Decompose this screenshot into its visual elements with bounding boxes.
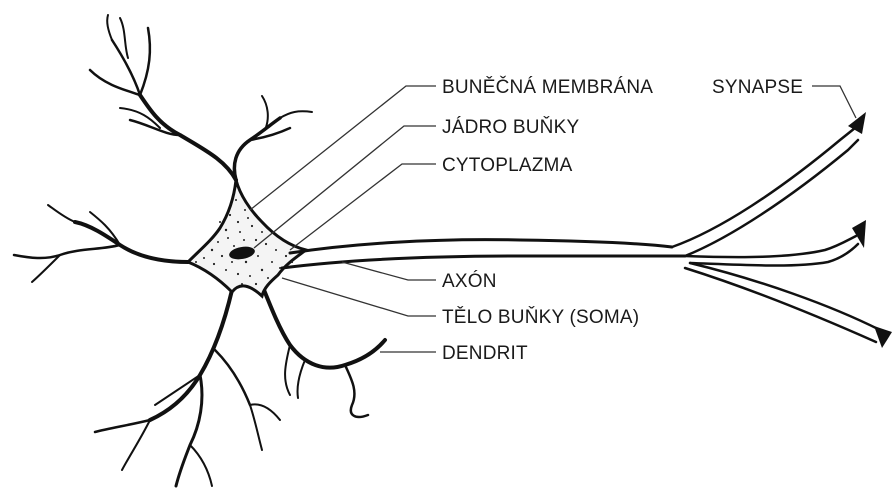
synapse-terminal-bottom [874,326,892,348]
leader-synapse [812,86,856,118]
label-axon: AXÓN [442,270,497,292]
synapse-terminals [848,112,892,348]
label-synapse: SYNAPSE [712,77,803,98]
leader-axon [342,262,436,280]
label-nucleus: JÁDRO BUŇKY [442,116,579,138]
label-dendrite: DENDRIT [442,343,528,364]
label-cell-membrane: BUNĚČNÁ MEMBRÁNA [442,76,653,98]
leader-membrane [250,86,436,210]
label-soma: TĚLO BUŇKY (SOMA) [442,306,639,328]
leader-cytoplasm [290,164,436,250]
cell-body-soma [188,180,306,296]
label-cytoplasm: CYTOPLAZMA [442,155,573,176]
leader-soma [282,278,436,316]
leader-nucleus [254,126,436,248]
